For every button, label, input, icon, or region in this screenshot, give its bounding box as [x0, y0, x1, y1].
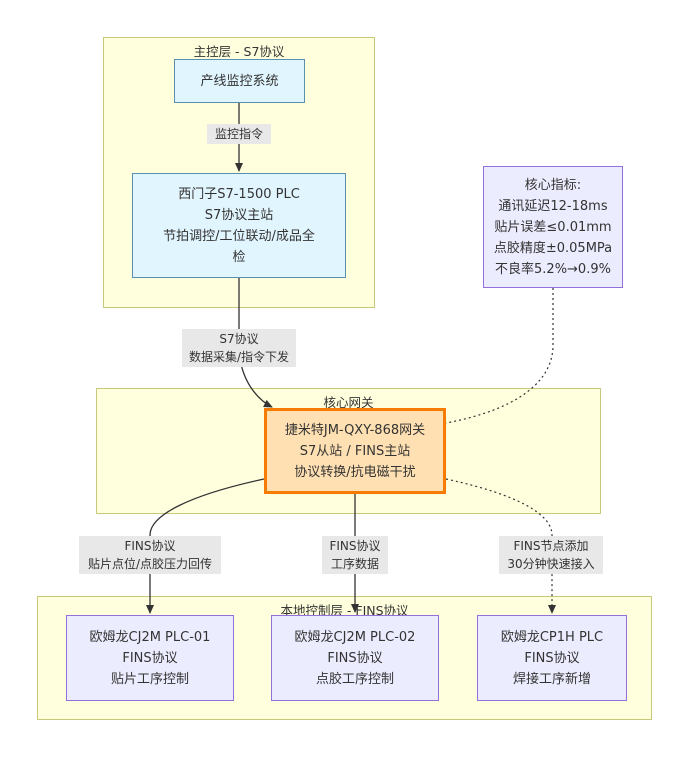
node-metrics-line-2: 通讯延迟12-18ms	[498, 198, 608, 214]
node-monitor-system[interactable]: 产线监控系统	[174, 59, 305, 103]
node-plc3-line-1: 欧姆龙CP1H PLC	[500, 629, 604, 645]
edge-label-line: 贴片点位/点胶压力回传	[87, 557, 213, 571]
edge-label-line: 数据采集/指令下发	[188, 350, 290, 364]
node-plc1-line-3: 贴片工序控制	[110, 671, 189, 687]
edge-label-line: 30分钟快速接入	[507, 557, 595, 571]
node-omron-plc-01[interactable]: 欧姆龙CJ2M PLC-01 FINS协议 贴片工序控制	[66, 615, 234, 701]
node-metrics-line-1: 核心指标:	[524, 177, 582, 193]
edge-label-line: FINS节点添加	[513, 539, 589, 553]
node-siemens-line-2: S7协议主站	[204, 207, 274, 223]
node-omron-plc-02[interactable]: 欧姆龙CJ2M PLC-02 FINS协议 点胶工序控制	[271, 615, 439, 701]
edge-label-fins-plc1: FINS协议 贴片点位/点胶压力回传	[79, 536, 221, 574]
edge-label-fins-plc3: FINS节点添加 30分钟快速接入	[499, 536, 603, 574]
node-plc2-line-1: 欧姆龙CJ2M PLC-02	[294, 629, 416, 645]
node-monitor-line-1: 产线监控系统	[200, 73, 279, 89]
edge-label-fins-plc2: FINS协议 工序数据	[322, 536, 388, 574]
node-metrics-line-3: 贴片误差≤0.01mm	[494, 219, 612, 235]
edge-gateway-plc1	[146, 478, 265, 614]
cluster-title-local: 本地控制层 - FINS协议	[280, 603, 409, 618]
edge-label-line: FINS协议	[329, 539, 381, 553]
node-gateway-line-2: S7从站 / FINS主站	[299, 443, 411, 459]
node-gateway[interactable]: 捷米特JM-QXY-868网关 S7从站 / FINS主站 协议转换/抗电磁干扰	[264, 408, 446, 494]
node-core-metrics[interactable]: 核心指标: 通讯延迟12-18ms 贴片误差≤0.01mm 点胶精度±0.05M…	[483, 166, 623, 288]
edge-label-monitor-command: 监控指令	[207, 124, 271, 144]
edge-label-line: 监控指令	[214, 127, 263, 141]
node-plc3-line-3: 焊接工序新增	[512, 671, 591, 687]
node-gateway-line-1: 捷米特JM-QXY-868网关	[284, 422, 426, 438]
node-plc3-line-2: FINS协议	[524, 650, 580, 666]
node-metrics-line-4: 点胶精度±0.05MPa	[493, 240, 613, 256]
edge-label-line: 工序数据	[330, 557, 379, 571]
node-plc1-line-2: FINS协议	[122, 650, 178, 666]
node-siemens-line-3: 节拍调控/工位联动/成品全	[163, 228, 315, 244]
node-gateway-line-3: 协议转换/抗电磁干扰	[294, 464, 416, 480]
edge-metrics-gateway	[445, 288, 554, 424]
node-metrics-line-5: 不良率5.2%→0.9%	[495, 261, 611, 277]
node-siemens-line-4: 检	[232, 249, 246, 265]
node-plc2-line-3: 点胶工序控制	[315, 671, 394, 687]
node-siemens-line-1: 西门子S7-1500 PLC	[178, 186, 300, 202]
cluster-title-gateway: 核心网关	[323, 395, 374, 410]
cluster-title-master: 主控层 - S7协议	[193, 44, 285, 59]
edge-label-line: S7协议	[219, 332, 259, 346]
edge-gateway-plc3	[445, 478, 556, 614]
node-omron-cp1h-plc[interactable]: 欧姆龙CP1H PLC FINS协议 焊接工序新增	[477, 615, 627, 701]
node-siemens-plc[interactable]: 西门子S7-1500 PLC S7协议主站 节拍调控/工位联动/成品全 检	[132, 173, 346, 278]
node-plc1-line-1: 欧姆龙CJ2M PLC-01	[89, 629, 211, 645]
node-plc2-line-2: FINS协议	[327, 650, 383, 666]
edge-label-s7-protocol: S7协议 数据采集/指令下发	[182, 329, 296, 367]
edge-label-line: FINS协议	[124, 539, 176, 553]
